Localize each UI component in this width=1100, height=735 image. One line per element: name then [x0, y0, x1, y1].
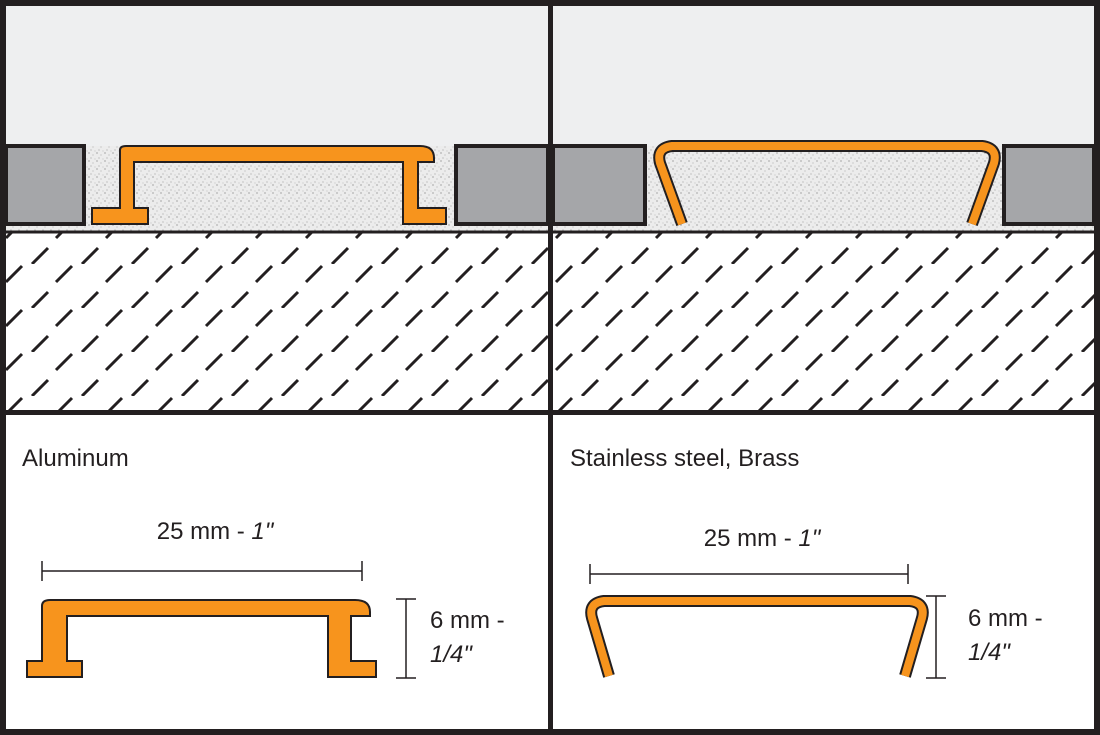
profile-spec-aluminum: Aluminum 25 mm - 1" 6 mm - 1/4" [6, 415, 548, 729]
width-dimension-fraction: 1" [798, 525, 821, 552]
width-dimension-value: 25 mm - [157, 518, 252, 545]
aluminum-profile-shape [26, 599, 377, 678]
width-dimension-label: 25 mm - 1" [704, 525, 822, 552]
substrate-hatch [553, 232, 1094, 410]
wall-surface [553, 6, 1094, 146]
stainless-profile-installed [655, 142, 999, 226]
tile-left [551, 144, 647, 226]
height-dimension-line1: 6 mm - [968, 605, 1043, 632]
wall-surface [6, 6, 548, 146]
aluminum-profile-installed [91, 145, 447, 225]
width-dimension-value: 25 mm - [704, 525, 799, 552]
tile-right [454, 144, 550, 226]
spec-panel-background [6, 415, 548, 729]
width-dimension-label: 25 mm - 1" [157, 518, 275, 545]
tile-left [4, 144, 86, 226]
installation-view-stainless [551, 6, 1096, 410]
height-dimension-line2: 1/4" [430, 641, 473, 668]
spec-panel-background [553, 415, 1094, 729]
stainless-profile-shape [587, 597, 927, 678]
installation-view-aluminum [4, 6, 550, 410]
height-dimension-line1: 6 mm - [430, 607, 505, 634]
height-dimension-line2: 1/4" [968, 639, 1011, 666]
profile-spec-stainless: Stainless steel, Brass 25 mm - 1" 6 mm -… [553, 415, 1094, 729]
material-label: Stainless steel, Brass [570, 445, 799, 472]
width-dimension-fraction: 1" [251, 518, 274, 545]
material-label: Aluminum [22, 445, 129, 472]
tile-right [1002, 144, 1096, 226]
substrate-hatch [6, 232, 548, 410]
